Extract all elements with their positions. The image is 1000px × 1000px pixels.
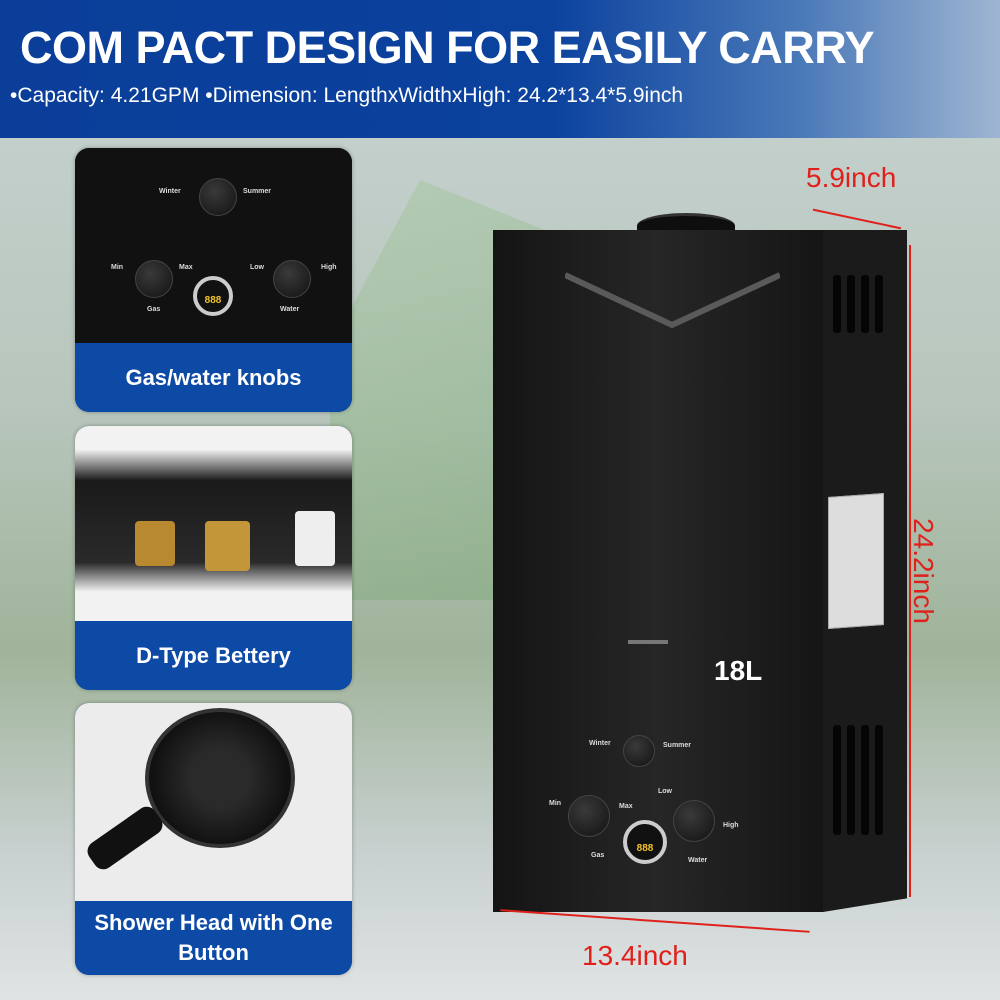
height-arrow	[909, 245, 911, 897]
water-label: Water	[688, 857, 708, 864]
height-dimension: 24.2inch	[907, 518, 939, 624]
water-knob	[673, 800, 715, 842]
page-title: COM PACT DESIGN FOR EASILY CARRY	[20, 22, 875, 73]
width-dimension: 13.4inch	[582, 940, 688, 971]
header-banner: COM PACT DESIGN FOR EASILY CARRY •Capaci…	[0, 0, 1000, 138]
indicator-window	[628, 640, 668, 644]
card-label: Shower Head with One Button	[75, 901, 352, 975]
gas-knob	[568, 795, 610, 837]
digital-display: 888	[623, 820, 667, 864]
season-knob	[623, 735, 655, 767]
high-label: High	[723, 822, 739, 829]
max-label: Max	[619, 803, 633, 810]
shower-handle	[83, 802, 167, 874]
feature-card-knobs: Winter Summer Min Max Gas Low High Water…	[75, 148, 352, 412]
battery-box	[295, 511, 335, 566]
width-arrow	[500, 909, 810, 933]
brass-valve	[135, 521, 175, 566]
gas-label: Gas	[591, 852, 605, 859]
depth-dimension: 5.9inch	[806, 162, 897, 193]
high-label: High	[321, 264, 337, 271]
gas-knob	[135, 260, 173, 298]
summer-label: Summer	[663, 742, 692, 749]
model-label: 18L	[714, 655, 763, 686]
winter-label: Winter	[159, 188, 181, 195]
water-label: Water	[280, 306, 300, 313]
season-knob	[199, 178, 237, 216]
shower-head-photo	[75, 703, 352, 901]
brass-fitting	[205, 521, 250, 571]
chevron-decoration	[565, 272, 780, 329]
internal-components-photo	[75, 426, 352, 621]
spec-subtitle: •Capacity: 4.21GPM •Dimension: LengthxWi…	[10, 84, 684, 107]
card-label: Gas/water knobs	[75, 343, 352, 412]
low-label: Low	[658, 788, 672, 795]
max-label: Max	[179, 264, 193, 271]
feature-card-battery: D-Type Bettery	[75, 426, 352, 690]
depth-arrow	[812, 208, 902, 230]
water-knob	[273, 260, 311, 298]
winter-label: Winter	[589, 740, 611, 747]
gas-label: Gas	[147, 306, 161, 313]
shower-head-icon	[145, 708, 295, 848]
spec-sticker	[828, 493, 884, 629]
digital-display: 888	[193, 276, 233, 316]
min-label: Min	[549, 800, 562, 807]
low-label: Low	[250, 264, 264, 271]
knobs-photo: Winter Summer Min Max Gas Low High Water…	[75, 148, 352, 343]
summer-label: Summer	[243, 188, 272, 195]
feature-card-shower: Shower Head with One Button	[75, 703, 352, 975]
card-label: D-Type Bettery	[75, 621, 352, 690]
water-heater-body: 18L Winter Summer Min Max Gas Low High W…	[493, 230, 823, 912]
min-label: Min	[111, 264, 124, 271]
